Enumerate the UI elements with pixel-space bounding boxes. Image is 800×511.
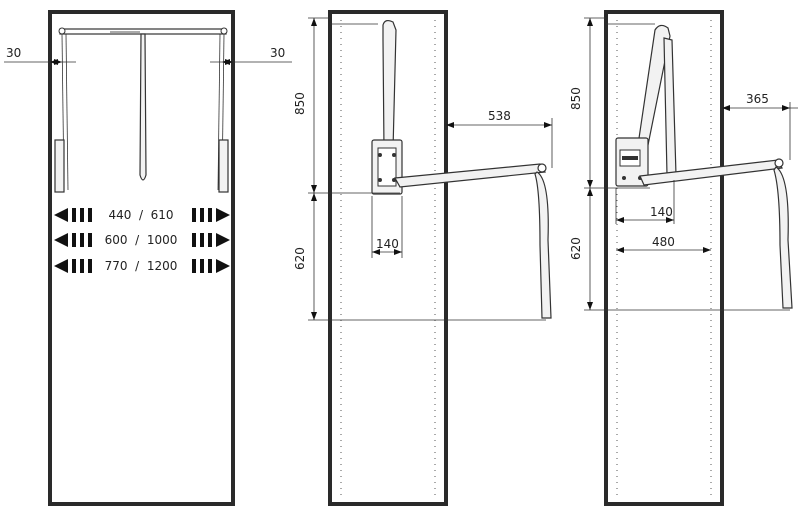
arrow-bar — [200, 208, 204, 222]
dimension-side-gap-left: 30 — [4, 46, 76, 65]
dimension-height-lower-alt: 620 — [569, 188, 790, 311]
bracket-width-label: 140 — [376, 237, 399, 251]
lift-end-handle-alt — [773, 166, 793, 309]
panel-side-view-extended: 850 620 538 140 — [293, 10, 553, 506]
arrow-left-icon — [54, 233, 68, 247]
arrow-bar — [80, 259, 84, 273]
lift-vertical-arm — [382, 19, 397, 151]
reach-alt-label: 365 — [746, 92, 769, 106]
lift-bracket — [371, 139, 403, 195]
lift-center-bar — [139, 33, 147, 181]
width-row-label: 600 / 1000 — [105, 233, 178, 247]
dimension-height-upper-alt: 850 — [569, 17, 650, 189]
arrow-bar — [192, 208, 196, 222]
dimension-height-upper: 850 — [293, 17, 400, 194]
arrow-bar — [208, 233, 212, 247]
arrow-bar — [80, 233, 84, 247]
width-row-label: 770 / 1200 — [105, 259, 178, 273]
dimension-bracket-width-alt: 140 — [615, 180, 675, 224]
lift-top-rail — [58, 27, 228, 35]
lift-bracket-alt — [615, 137, 649, 187]
cabinet-side-outline-alt — [604, 10, 724, 506]
arrow-right-icon — [216, 208, 230, 222]
dimension-bracket-width: 140 — [371, 196, 403, 258]
arrow-right-icon — [216, 233, 230, 247]
arrow-bar — [192, 259, 196, 273]
arrow-bar — [72, 208, 76, 222]
side-gap-left-label: 30 — [6, 46, 21, 60]
width-row: 600 / 1000 — [54, 233, 230, 247]
dimension-reach-alt: 365 — [722, 92, 798, 160]
lift-horizontal-arm — [394, 163, 547, 188]
panel-front-view: 30 30 440 / 610 600 / 1000 770 / 1200 — [4, 10, 292, 506]
height-upper-alt-label: 850 — [569, 87, 583, 110]
width-row-label: 440 / 610 — [108, 208, 173, 222]
arrow-bar — [200, 233, 204, 247]
arrow-left-icon — [54, 259, 68, 273]
width-row: 770 / 1200 — [54, 259, 230, 273]
arrow-right-icon — [216, 259, 230, 273]
arrow-left-icon — [54, 208, 68, 222]
arrow-bar — [80, 208, 84, 222]
height-upper-label: 850 — [293, 92, 307, 115]
arrow-bar — [88, 259, 92, 273]
depth-alt-label: 480 — [652, 235, 675, 249]
arrow-bar — [200, 259, 204, 273]
arrow-bar — [88, 208, 92, 222]
height-lower-alt-label: 620 — [569, 237, 583, 260]
panel-side-view-alt: 850 620 365 140 480 — [569, 10, 798, 506]
dimension-reach: 538 — [446, 109, 553, 168]
side-gap-right-label: 30 — [270, 46, 285, 60]
dimension-height-lower: 620 — [293, 193, 546, 321]
arrow-bar — [72, 259, 76, 273]
lift-horizontal-arm-alt — [639, 159, 783, 186]
reach-label: 538 — [488, 109, 511, 123]
lift-side-arms — [54, 33, 229, 193]
height-lower-label: 620 — [293, 247, 307, 270]
arrow-bar — [208, 259, 212, 273]
arrow-bar — [88, 233, 92, 247]
width-row: 440 / 610 — [54, 208, 230, 222]
arrow-bar — [72, 233, 76, 247]
dimension-depth-alt: 480 — [616, 235, 711, 253]
lift-slanted-arm — [637, 24, 671, 146]
dimension-side-gap-right: 30 — [210, 46, 292, 65]
arrow-bar — [192, 233, 196, 247]
width-rows: 440 / 610 600 / 1000 770 / 1200 — [54, 208, 230, 273]
bracket-width-alt-label: 140 — [650, 205, 673, 219]
arrow-bar — [208, 208, 212, 222]
lift-drop-handle — [534, 171, 552, 319]
